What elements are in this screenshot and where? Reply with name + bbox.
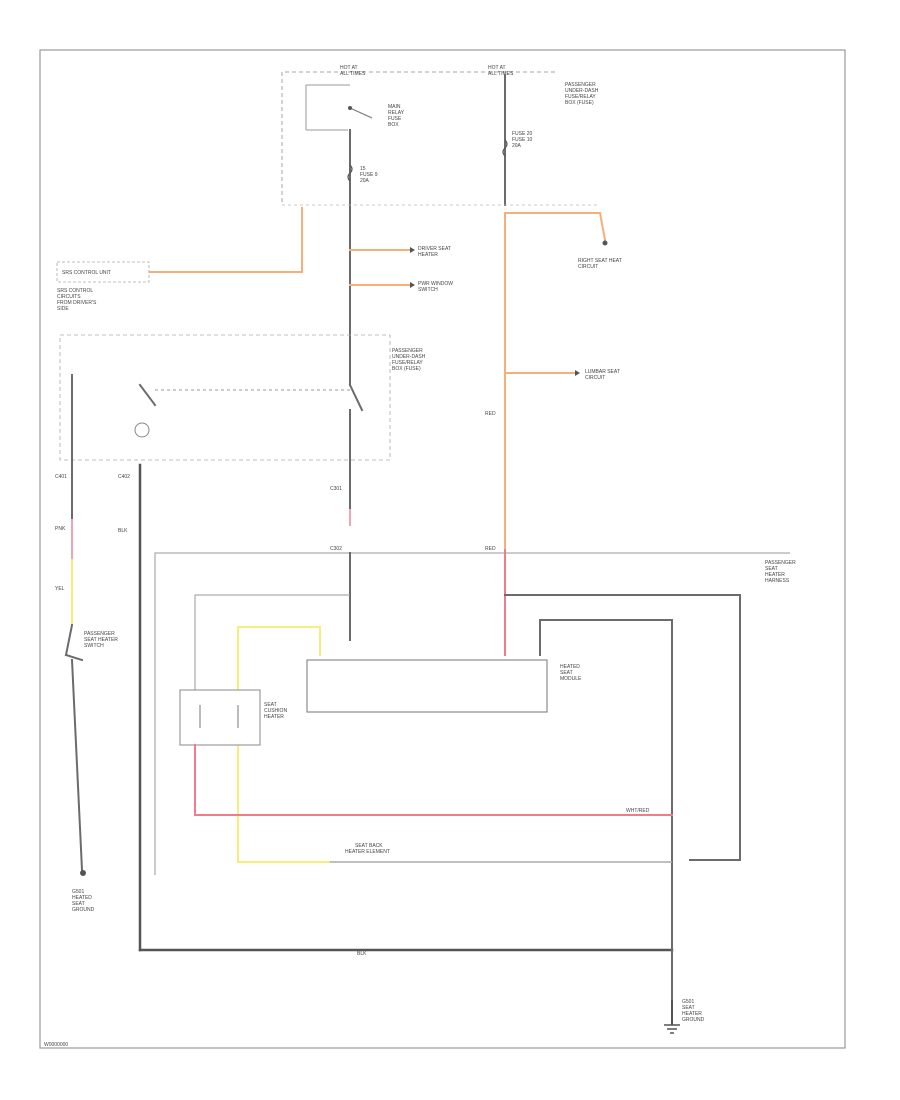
fuse-label-left-1: 15 <box>360 166 366 172</box>
passenger-box-label-3: FUSE/RELAY <box>565 94 596 100</box>
relay-label-4: BOX <box>388 122 399 128</box>
fuse-header-left-2: ALL TIMES <box>340 71 366 77</box>
seat-heater-switch-label-3: SWITCH <box>84 643 104 649</box>
dw-mid-label-2: SWITCH <box>418 287 438 293</box>
arrow-1 <box>410 247 415 253</box>
left-connector-label-2: CIRCUITS <box>57 294 81 300</box>
pfr-label-1: PASSENGER <box>392 348 423 354</box>
right-connector-label-1: RIGHT SEAT HEAT <box>578 258 622 264</box>
switch-left <box>134 383 157 438</box>
lumbar-label: LUMBAR SEAT <box>585 369 620 375</box>
dw-top-label: DRIVER SEAT <box>418 246 451 252</box>
fuse-label-left-2: FUSE 9 <box>360 172 378 178</box>
fuse-label-right-3: 20A <box>512 143 522 149</box>
relay-label-2: RELAY <box>388 110 405 116</box>
fuse-box-outline <box>281 71 555 202</box>
ground-left-node <box>80 870 86 876</box>
fuse-header-left-1: HOT AT <box>340 65 358 71</box>
ground-right-label-3: HEATER <box>682 1011 702 1017</box>
seat-back-label-2: CUSHION <box>264 708 287 714</box>
relay-switch <box>305 84 373 131</box>
left-connector-label-3: FROM DRIVER'S <box>57 300 97 306</box>
fuse-symbol-left <box>347 164 353 182</box>
diagram-code: W0000000 <box>44 1042 68 1048</box>
passenger-box-label-4: BOX (FUSE) <box>565 100 594 106</box>
wire-left-lower <box>70 658 84 872</box>
pfr-label-4: BOX (FUSE) <box>392 366 421 372</box>
fuse-header-right-2: ALL TIMES <box>488 71 514 77</box>
red-wire-label: WHT/RED <box>626 808 650 814</box>
wire-black-module-ground <box>539 619 673 1001</box>
left-connector-title: SRS CONTROL UNIT <box>62 270 111 276</box>
fuse-header-right-1: HOT AT <box>488 65 506 71</box>
module-label-2: SEAT <box>560 670 573 676</box>
wire-orange-left <box>149 207 303 273</box>
wire-yellow <box>237 626 331 863</box>
harness-label-1: PASSENGER <box>765 560 796 566</box>
pin-red-1: RED <box>485 546 496 552</box>
dw-top-label-2: HEATER <box>418 252 438 258</box>
harness-label-3: HEATER <box>765 572 785 578</box>
ground-left-label-4: GROUND <box>72 907 95 913</box>
pin-left-1: C401 <box>55 474 67 480</box>
pfr-label-2: UNDER-DASH <box>392 354 426 360</box>
passenger-box-label-1: PASSENGER <box>565 82 596 88</box>
seat-back-label-3: HEATER <box>264 714 284 720</box>
lumbar-label-2: CIRCUIT <box>585 375 605 381</box>
ground-left-label: G501 <box>72 889 84 895</box>
left-connector-box <box>56 261 150 283</box>
wire-orange-right-top <box>504 212 607 242</box>
dw-mid-label: PWR WINDOW <box>418 281 453 287</box>
pfr-label-3: FUSE/RELAY <box>392 360 423 366</box>
harness-label-2: SEAT <box>765 566 778 572</box>
diagram-frame <box>39 49 846 1049</box>
right-connector-label-2: CIRCUIT <box>578 264 598 270</box>
relay-label-1: MAIN <box>388 104 401 110</box>
pin-red-2: RED <box>485 411 496 417</box>
cushion-label-1: SEAT BACK <box>355 843 383 849</box>
module-label-1: HEATED <box>560 664 580 670</box>
harness-outline <box>154 552 790 875</box>
pin-left-2: PNK <box>55 526 66 532</box>
ground-right-label-2: SEAT <box>682 1005 695 1011</box>
ground-left-label-2: HEATED <box>72 895 92 901</box>
module-label-3: MODULE <box>560 676 582 682</box>
wire-module-thin <box>194 594 350 690</box>
fuse-label-right-1: FUSE 20 <box>512 131 533 137</box>
wire-black-right-loop <box>504 594 741 861</box>
fuse-label-right-2: FUSE 10 <box>512 137 533 143</box>
ground-right-symbol <box>664 1024 680 1034</box>
passenger-fuse-relay-box <box>59 334 391 461</box>
terminal-right <box>602 240 608 246</box>
bottom-wire-label: BLK <box>357 951 367 957</box>
left-heater-switch <box>64 623 84 662</box>
seat-back-heater-box <box>179 689 261 746</box>
passenger-box-label-2: UNDER-DASH <box>565 88 599 94</box>
pin-mid-2: BLK <box>118 528 128 534</box>
fuse-label-left-3: 20A <box>360 178 370 184</box>
wire-red-horizontal <box>194 744 673 816</box>
switch-right <box>348 344 364 412</box>
arrow-lumbar <box>575 370 580 376</box>
ground-left-label-3: SEAT <box>72 901 85 907</box>
pin-left-3: YEL <box>55 586 65 592</box>
pin-right-1: C301 <box>330 486 342 492</box>
heated-seat-module <box>306 659 548 713</box>
ground-right-label-1: G501 <box>682 999 694 1005</box>
seat-back-label-1: SEAT <box>264 702 277 708</box>
pin-mid-1: C402 <box>118 474 130 480</box>
left-connector-label-1: SRS CONTROL <box>57 288 93 294</box>
ground-right-label-4: GROUND <box>682 1017 705 1023</box>
relay-label-3: FUSE <box>388 116 402 122</box>
fuse-symbol-right <box>502 139 508 157</box>
pin-right-2: C302 <box>330 546 342 552</box>
arrow-2 <box>410 282 415 288</box>
seat-heater-switch-label: PASSENGER <box>84 631 115 637</box>
harness-label-4: HARNESS <box>765 578 790 584</box>
cushion-label-2: HEATER ELEMENT <box>345 849 390 855</box>
left-connector-label-4: SIDE <box>57 306 69 312</box>
seat-heater-switch-label-2: SEAT HEATER <box>84 637 118 643</box>
